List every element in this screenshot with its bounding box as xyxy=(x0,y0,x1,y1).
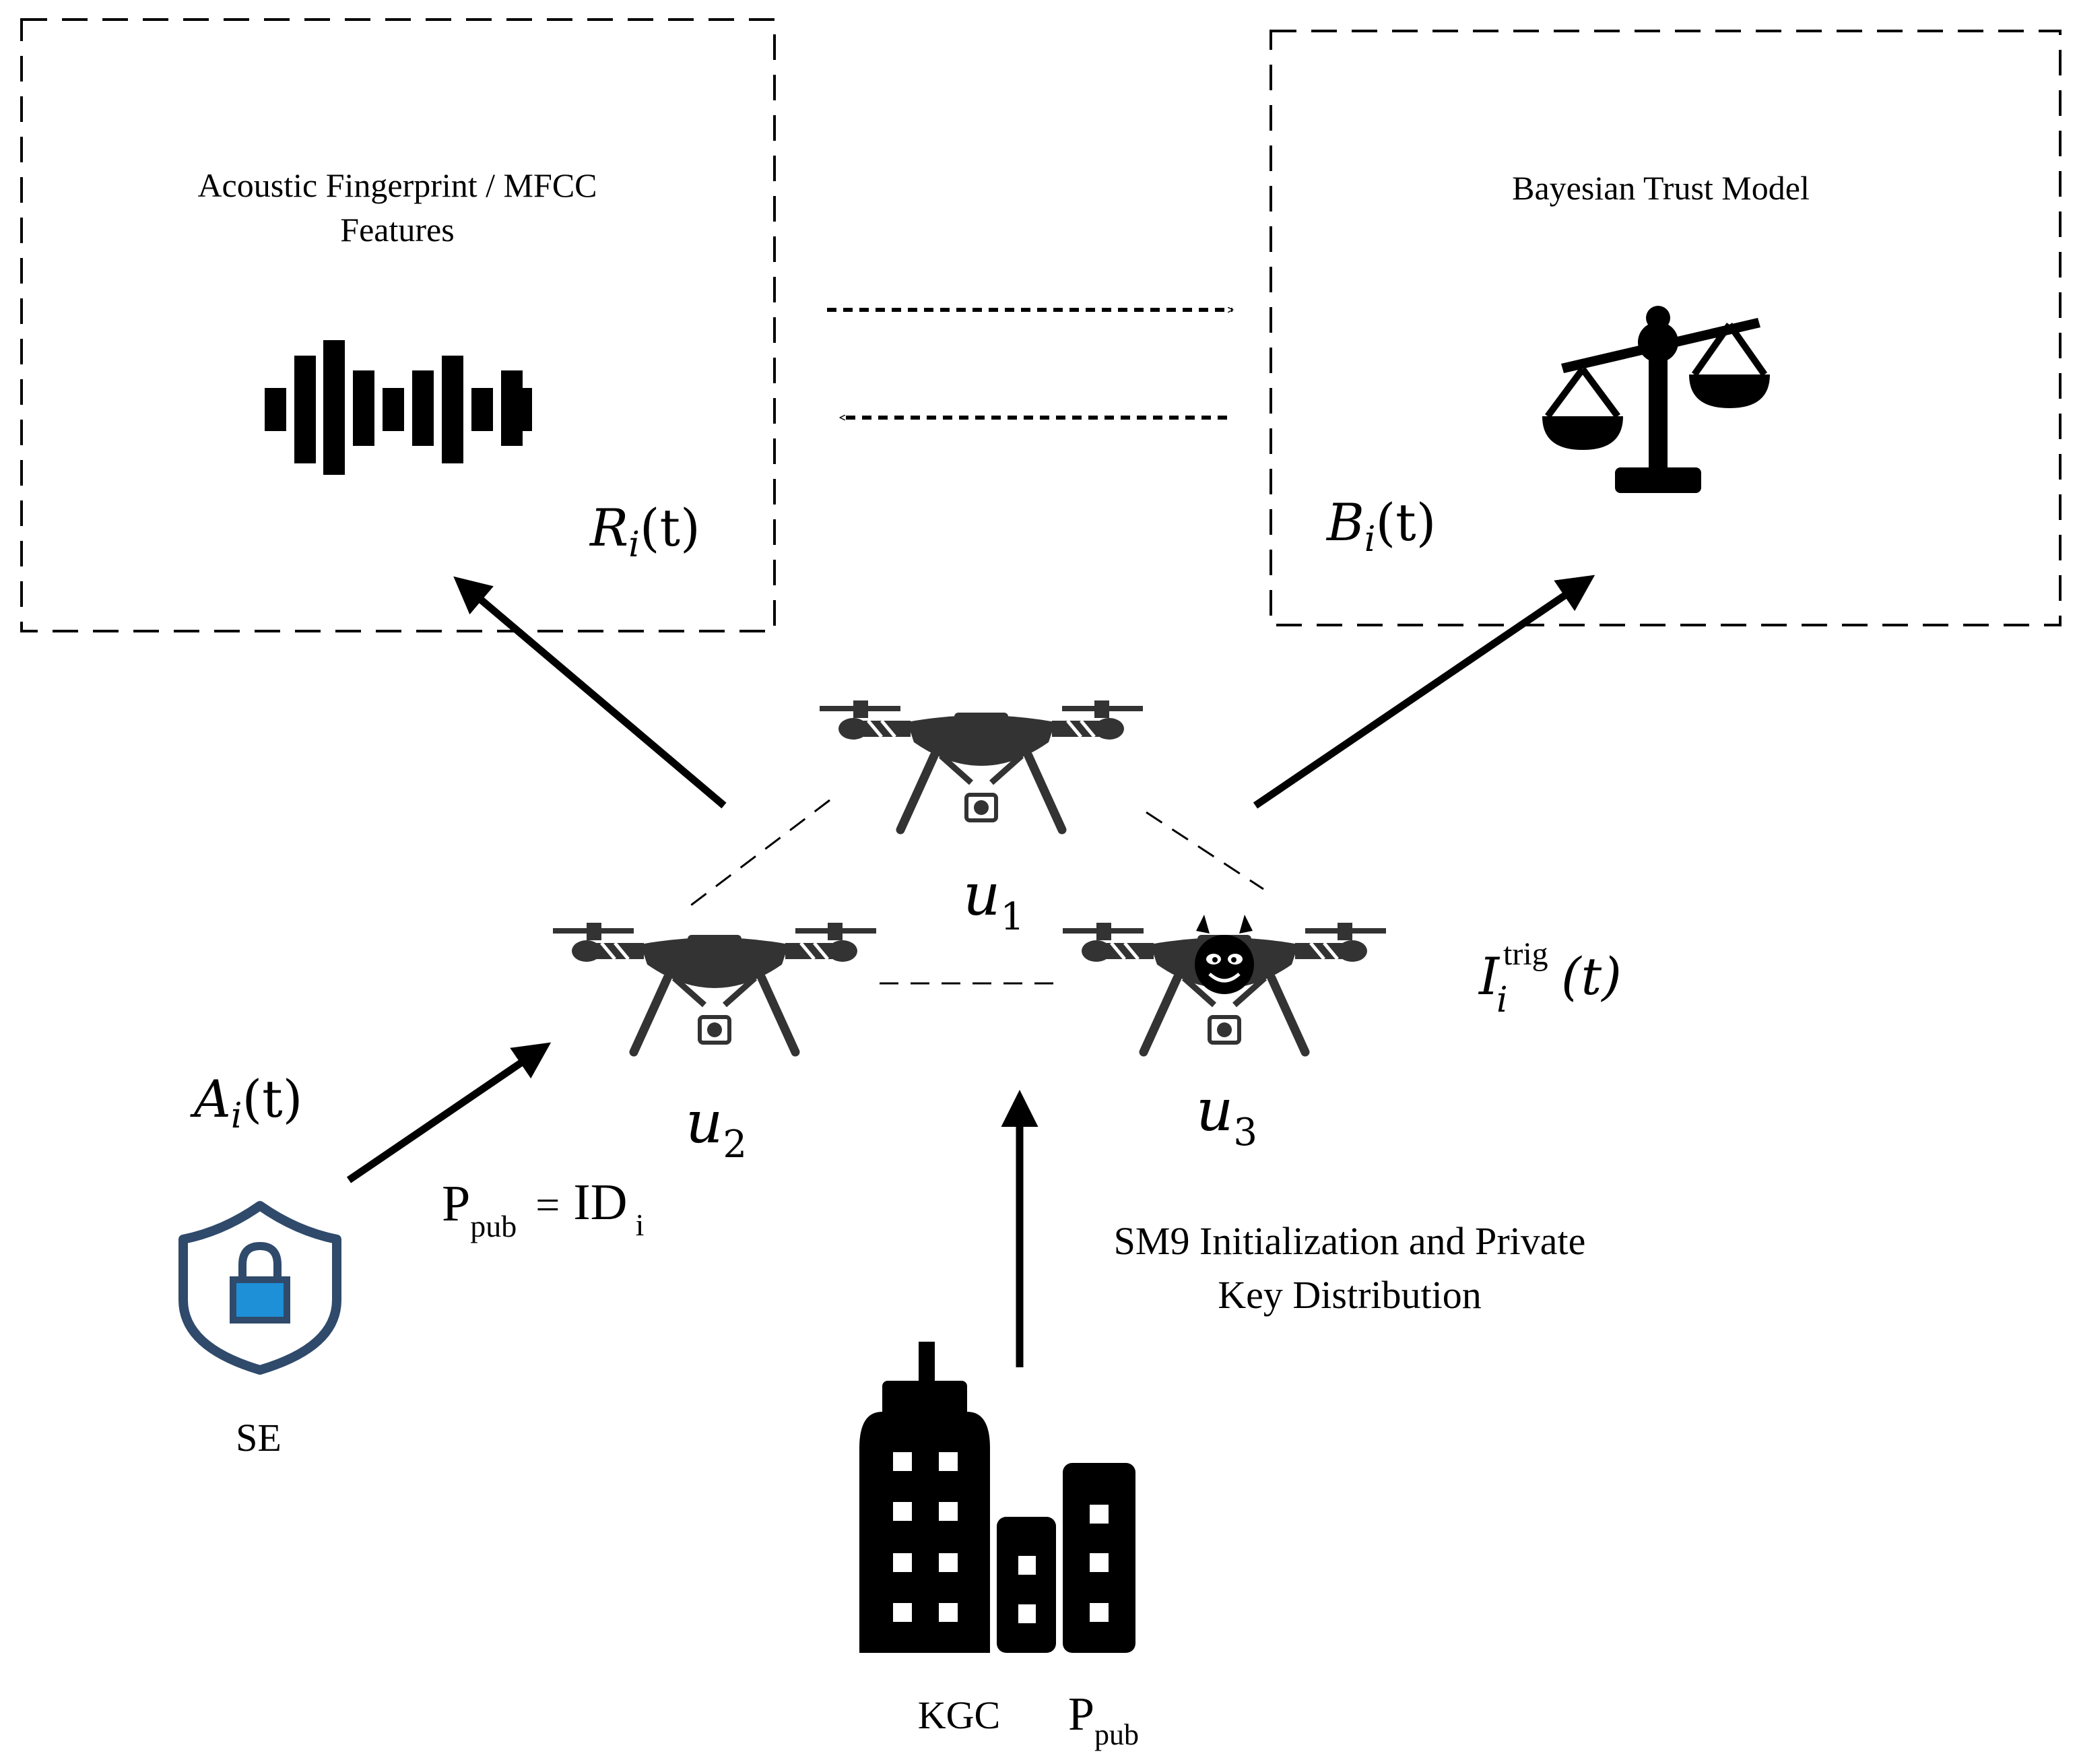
arrow-se-to-u2 xyxy=(346,1042,552,1183)
acoustic-box-title-line2: Features xyxy=(340,211,454,249)
trigger-subscript: i xyxy=(1496,980,1508,1020)
sm9-caption-line2: Key Distribution xyxy=(1218,1273,1481,1317)
label-u1: u1 xyxy=(963,861,1024,939)
drone-icon xyxy=(820,700,1143,830)
bayesian-box-title: Bayesian Trust Model xyxy=(1512,169,1810,207)
trigger-argument: (t) xyxy=(1561,946,1622,1006)
b-variable: Bi(t) xyxy=(1325,492,1436,560)
acoustic-fingerprint-box xyxy=(20,18,776,632)
drone-u2 xyxy=(553,923,876,1052)
acoustic-box-title-line1: Acoustic Fingerprint / MFCC xyxy=(197,166,597,204)
label-u3: u3 xyxy=(1196,1077,1257,1154)
a-variable: Ai(t) xyxy=(190,1069,302,1136)
label-u2: u2 xyxy=(686,1089,747,1167)
sm9-caption-line1: SM9 Initialization and Private xyxy=(1114,1219,1586,1263)
devil-icon xyxy=(1195,915,1254,994)
trigger-superscript: trig xyxy=(1503,936,1548,972)
buildings-icon xyxy=(859,1342,1135,1653)
balance-scale-icon xyxy=(1542,306,1770,493)
arrow-u1-to-trust xyxy=(1253,575,1595,809)
arrow-u1-to-acoustic xyxy=(453,576,727,809)
link-u1-u3 xyxy=(1146,811,1264,890)
r-variable: Ri(t) xyxy=(589,498,700,565)
bayesian-trust-box xyxy=(1270,30,2062,626)
se-label: SE xyxy=(236,1416,282,1460)
drone-icon xyxy=(553,923,876,1052)
drone-u1 xyxy=(820,700,1143,830)
trigger-variable: I xyxy=(1478,946,1501,1006)
kgc-label: KGC xyxy=(918,1693,1000,1737)
link-u1-u2 xyxy=(685,799,830,911)
kgc-ppub: Ppub xyxy=(1068,1689,1139,1751)
drone-u3 xyxy=(1063,915,1386,1052)
shield-lock-icon xyxy=(178,1201,341,1375)
waveform-icon xyxy=(265,340,532,475)
